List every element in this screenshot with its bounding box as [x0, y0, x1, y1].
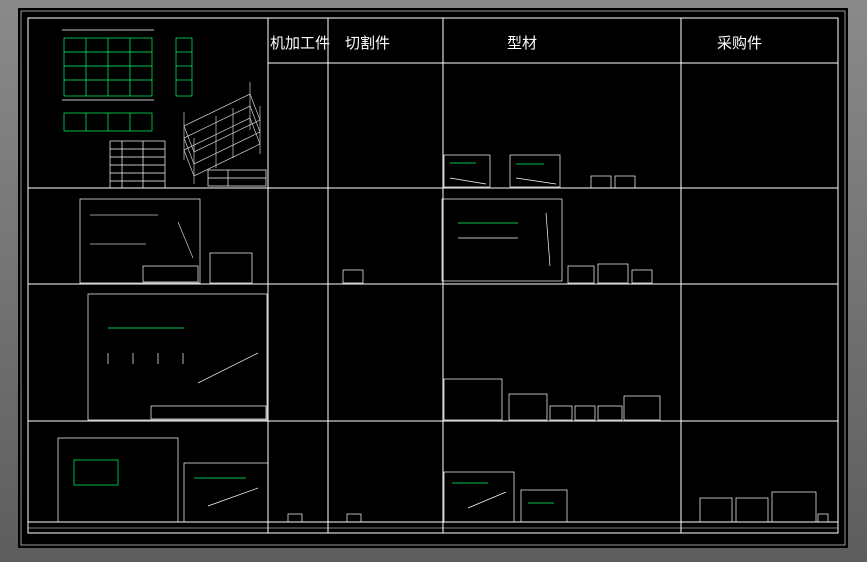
outer-border [20, 10, 846, 546]
drawing-layout-svg [20, 10, 846, 546]
header-purchased-parts: 采购件 [717, 34, 763, 52]
drawing-canvas[interactable]: 机加工件 切割件 型材 采购件 [18, 8, 848, 548]
sheet-border [27, 17, 839, 534]
header-cut-parts: 切割件 [345, 34, 391, 52]
part-drawings-row4 [57, 437, 829, 523]
part-drawings-row2 [79, 198, 653, 284]
assembly-drawing-row1 [62, 29, 267, 189]
header-machined-parts: 机加工件 [270, 34, 331, 52]
header-profiles: 型材 [507, 34, 538, 52]
part-drawings-row3 [87, 293, 661, 421]
profiles-row1-sheets [443, 154, 636, 189]
